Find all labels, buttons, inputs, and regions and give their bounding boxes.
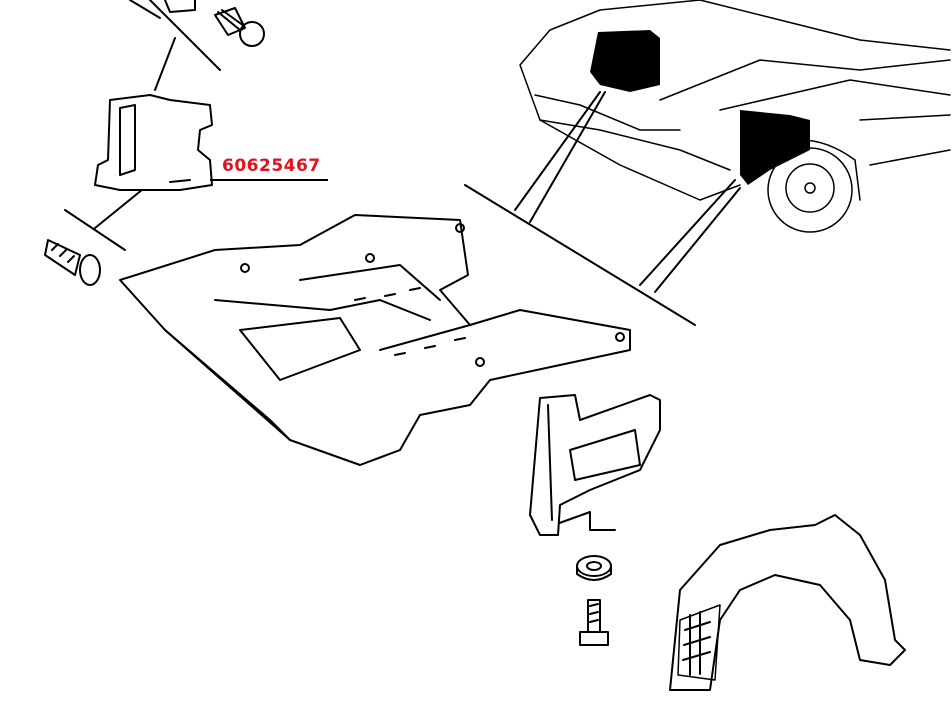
highlight-left-bracket (590, 30, 660, 92)
bolt-icon (579, 599, 609, 646)
car-front-view (519, 0, 951, 233)
top-bolt-icon (214, 7, 265, 47)
label-leader-line (210, 179, 328, 181)
wheel-arch-liner-part[interactable] (669, 514, 906, 691)
washer-icon (576, 555, 612, 581)
left-bracket-part[interactable] (94, 94, 213, 191)
leader-lines (64, 0, 741, 531)
push-clip-screw-icon (44, 239, 101, 286)
highlight-marks (590, 30, 810, 185)
right-bracket-part[interactable] (529, 394, 661, 536)
top-bracket-fragment (129, 0, 196, 19)
underbody-shield-part[interactable] (119, 214, 631, 466)
highlight-right-bracket (740, 110, 810, 185)
part-number-label[interactable]: 60625467 (222, 156, 321, 176)
